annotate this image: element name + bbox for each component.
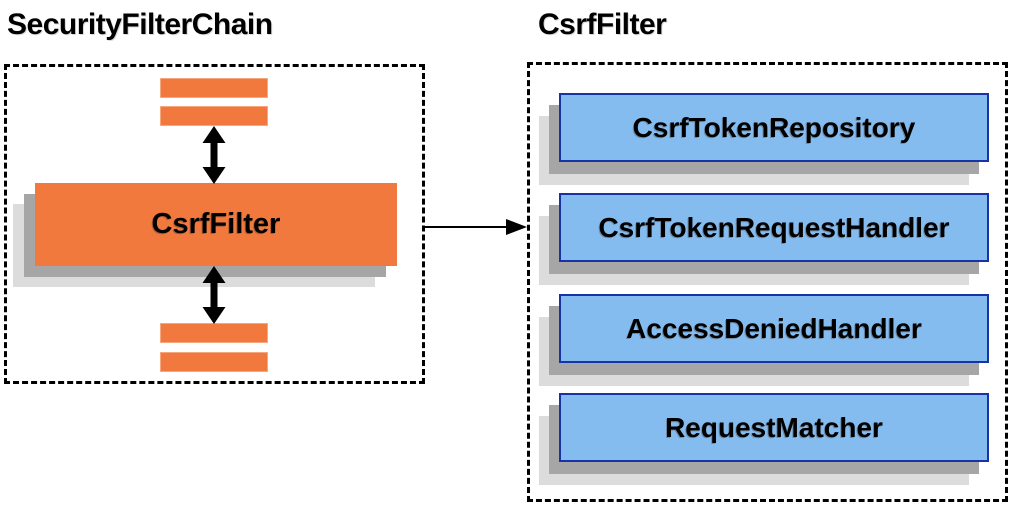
flow-arrow-icon: [423, 219, 527, 235]
filter-placeholder-bar: [160, 352, 268, 372]
filter-placeholder-bar: [160, 323, 268, 343]
filter-placeholder-bar: [160, 106, 268, 126]
csrf-filter-dependencies-box: [527, 62, 1008, 502]
dependency-box-csrf-token-request-handler: CsrfTokenRequestHandler: [559, 193, 989, 262]
csrf-filter-title: CsrfFilter: [538, 8, 667, 41]
csrf-filter-node: CsrfFilter: [35, 183, 397, 266]
dependency-label: RequestMatcher: [665, 411, 883, 443]
filter-placeholder-bar: [160, 78, 268, 98]
dependency-label: AccessDeniedHandler: [626, 312, 922, 344]
dependency-box-csrf-token-repository: CsrfTokenRepository: [559, 93, 989, 162]
dependency-box-request-matcher: RequestMatcher: [559, 393, 989, 462]
bidirectional-arrow-icon: [202, 126, 226, 184]
dependency-box-access-denied-handler: AccessDeniedHandler: [559, 294, 989, 363]
dependency-label: CsrfTokenRepository: [632, 111, 916, 143]
bidirectional-arrow-icon: [202, 266, 226, 324]
security-filter-chain-box: [4, 64, 425, 384]
dependency-label: CsrfTokenRequestHandler: [598, 211, 950, 243]
csrf-filter-node-label: CsrfFilter: [151, 208, 281, 240]
security-filter-chain-title: SecurityFilterChain: [7, 8, 273, 41]
